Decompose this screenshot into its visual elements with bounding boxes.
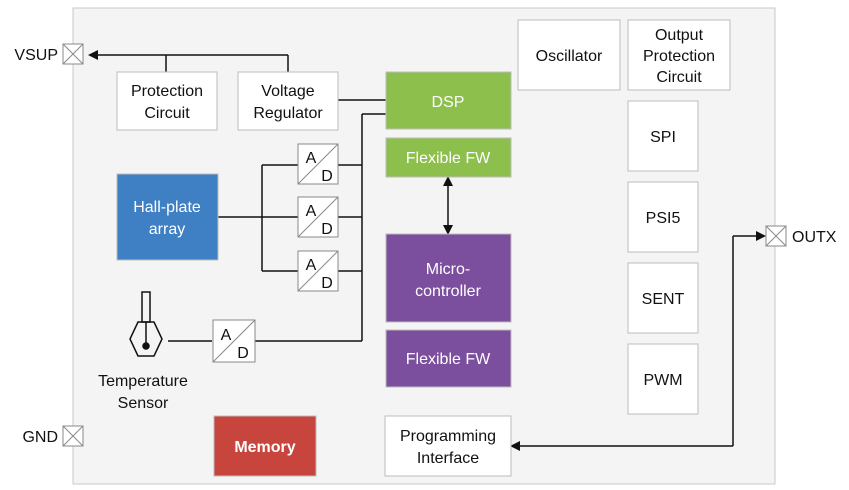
flexible-fw-bottom-label: Flexible FW (406, 351, 491, 368)
block-dsp: DSP (385, 71, 512, 130)
hall-plate-line2: array (149, 221, 185, 238)
psi5-label: PSI5 (646, 210, 681, 227)
output-protection-line3: Circuit (656, 69, 702, 86)
adc-3-a: A (306, 257, 317, 274)
block-memory: Memory (213, 415, 317, 477)
pin-label-outx: OUTX (792, 229, 837, 246)
dsp-label: DSP (432, 94, 465, 111)
adc-3-d: D (321, 275, 333, 292)
protection-circuit-line1: Protection (131, 83, 203, 100)
microcontroller-line1: Micro- (426, 261, 470, 278)
block-output-protection: Output Protection Circuit (627, 19, 731, 91)
block-psi5: PSI5 (627, 181, 699, 253)
output-protection-line2: Protection (643, 48, 715, 65)
programming-interface-line1: Programming (400, 428, 496, 445)
sent-label: SENT (642, 291, 685, 308)
block-oscillator: Oscillator (517, 19, 621, 91)
adc-4: A D (212, 319, 256, 363)
pin-outx: OUTX (765, 225, 837, 247)
block-hall-plate-array: Hall-plate array (116, 173, 219, 261)
voltage-regulator-line1: Voltage (261, 83, 314, 100)
microcontroller-line2: controller (415, 283, 481, 300)
block-protection-circuit: Protection Circuit (116, 71, 218, 131)
adc-1-a: A (306, 150, 317, 167)
block-flexible-fw-top: Flexible FW (385, 137, 512, 178)
block-spi: SPI (627, 100, 699, 172)
temperature-sensor-line1: Temperature (98, 373, 188, 390)
spi-label: SPI (650, 129, 676, 146)
pin-gnd: GND (22, 425, 84, 447)
pin-label-vsup: VSUP (14, 47, 58, 64)
adc-4-d: D (237, 345, 249, 362)
block-voltage-regulator: Voltage Regulator (237, 71, 339, 131)
block-programming-interface: Programming Interface (384, 415, 512, 477)
block-sent: SENT (627, 262, 699, 334)
memory-label: Memory (234, 439, 295, 456)
output-protection-line1: Output (655, 27, 704, 44)
block-microcontroller: Micro- controller (385, 233, 512, 323)
temperature-sensor-line2: Sensor (118, 395, 169, 412)
adc-2-a: A (306, 203, 317, 220)
protection-circuit-line2: Circuit (144, 105, 190, 122)
programming-interface-line2: Interface (417, 450, 479, 467)
adc-4-a: A (221, 327, 232, 344)
block-flexible-fw-bottom: Flexible FW (385, 329, 512, 388)
pwm-label: PWM (643, 372, 682, 389)
adc-1: A D (297, 143, 339, 185)
adc-3: A D (297, 250, 339, 292)
thermometer-icon (129, 291, 163, 357)
adc-2-d: D (321, 221, 333, 238)
flexible-fw-top-label: Flexible FW (406, 150, 491, 167)
connections (88, 50, 766, 451)
voltage-regulator-line2: Regulator (253, 105, 323, 122)
adc-1-d: D (321, 168, 333, 185)
hall-plate-line1: Hall-plate (133, 199, 201, 216)
pin-label-gnd: GND (22, 429, 58, 446)
adc-2: A D (297, 196, 339, 238)
pin-vsup: VSUP (14, 43, 84, 65)
block-pwm: PWM (627, 343, 699, 415)
oscillator-label: Oscillator (536, 48, 603, 65)
